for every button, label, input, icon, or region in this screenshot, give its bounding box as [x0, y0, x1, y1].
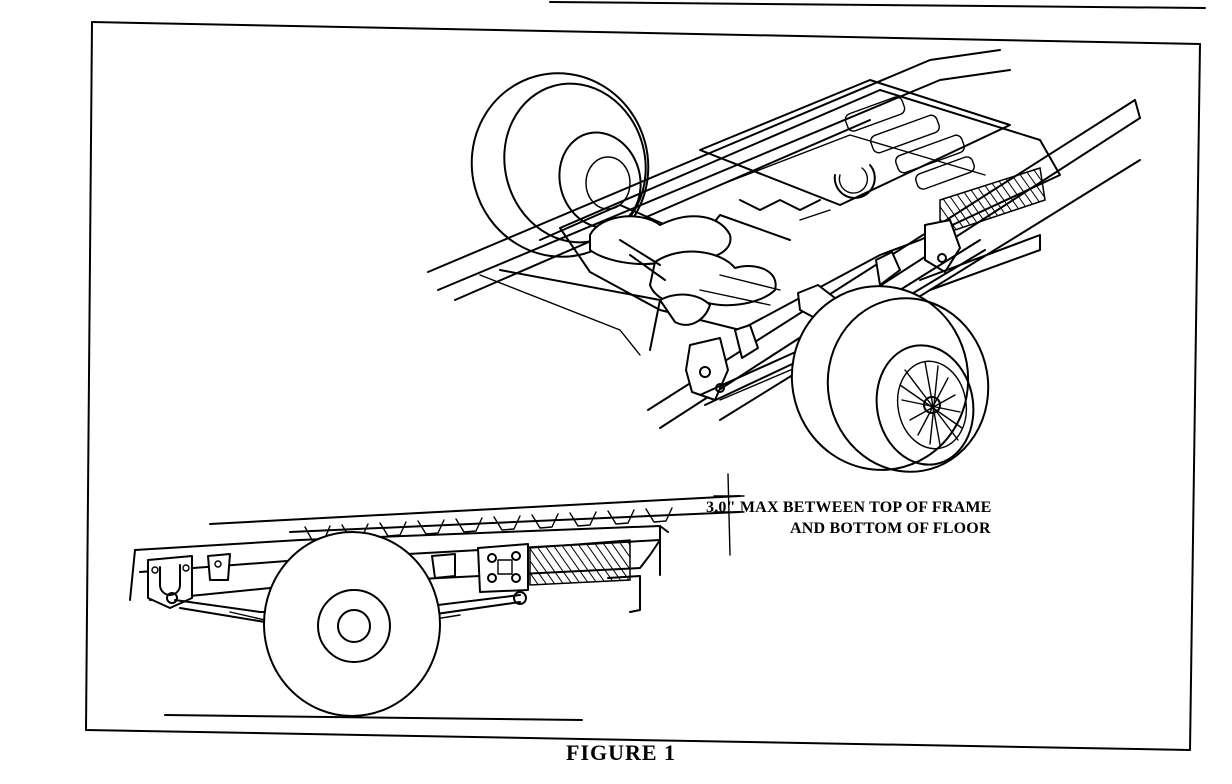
floor-line — [209, 495, 741, 533]
dimension-annotation-line2: AND BOTTOM OF FLOOR — [790, 520, 991, 537]
side-heat-shield — [529, 539, 631, 586]
figure-border — [85, 1, 1206, 751]
floor-pan — [479, 79, 1061, 356]
side-hangers — [147, 543, 529, 609]
side-rear-wheel — [263, 531, 441, 717]
dimension-annotation-line1: 3.0" MAX BETWEEN TOP OF FRAME — [706, 499, 992, 516]
dimension-marker — [713, 473, 745, 556]
differential — [589, 215, 781, 326]
near-rear-wheel — [790, 285, 990, 473]
figure-caption: FIGURE 1 — [566, 740, 677, 765]
ground-line — [164, 714, 583, 721]
side-elevation-view — [129, 473, 745, 721]
isometric-chassis-view — [427, 49, 1141, 473]
